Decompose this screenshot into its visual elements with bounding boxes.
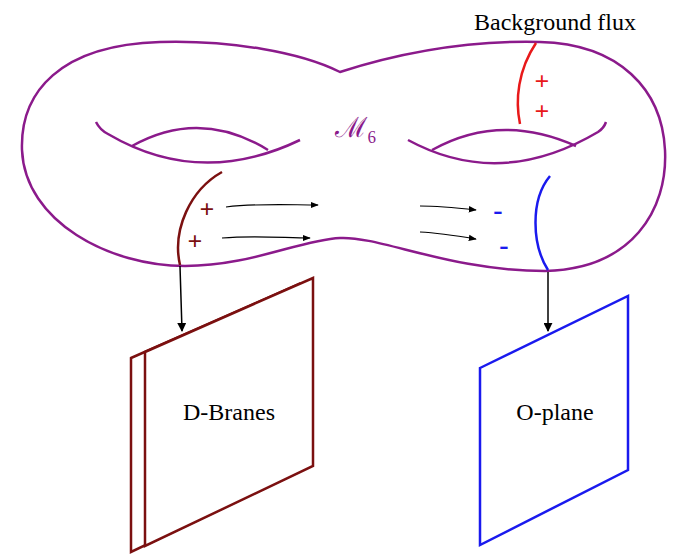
left-hole-top — [132, 128, 268, 150]
flow-arrow — [226, 205, 318, 208]
charge-sign: + — [188, 229, 203, 255]
flow-arrow — [420, 206, 476, 210]
node-label: D-Branes — [183, 399, 275, 426]
charge-sign: - — [493, 196, 502, 224]
node-label: O-plane — [516, 399, 593, 426]
flux-title: Background flux — [474, 10, 636, 34]
brane-cycle — [178, 172, 222, 265]
brane-stack: D-Branes — [129, 276, 315, 554]
pointer-arrow — [547, 272, 549, 331]
plane-shape — [480, 296, 628, 545]
flux-cycle — [518, 43, 536, 124]
charge-sign: + — [535, 69, 550, 95]
pointer-arrow — [180, 266, 182, 331]
orientifold-plane: O-plane — [478, 294, 630, 547]
charge-sign: - — [499, 231, 508, 259]
oplane-cycle — [536, 176, 551, 270]
flow-arrow — [420, 232, 476, 239]
left-hole — [96, 122, 300, 163]
right-hole — [408, 122, 606, 163]
surface-outline — [22, 42, 665, 271]
right-hole-top — [432, 130, 576, 150]
plane-shape — [145, 278, 313, 546]
charge-sign: + — [535, 99, 550, 125]
manifold-symbol: ℳ₆ — [335, 114, 377, 142]
flow-arrow — [222, 237, 310, 238]
charge-sign: + — [200, 197, 215, 223]
